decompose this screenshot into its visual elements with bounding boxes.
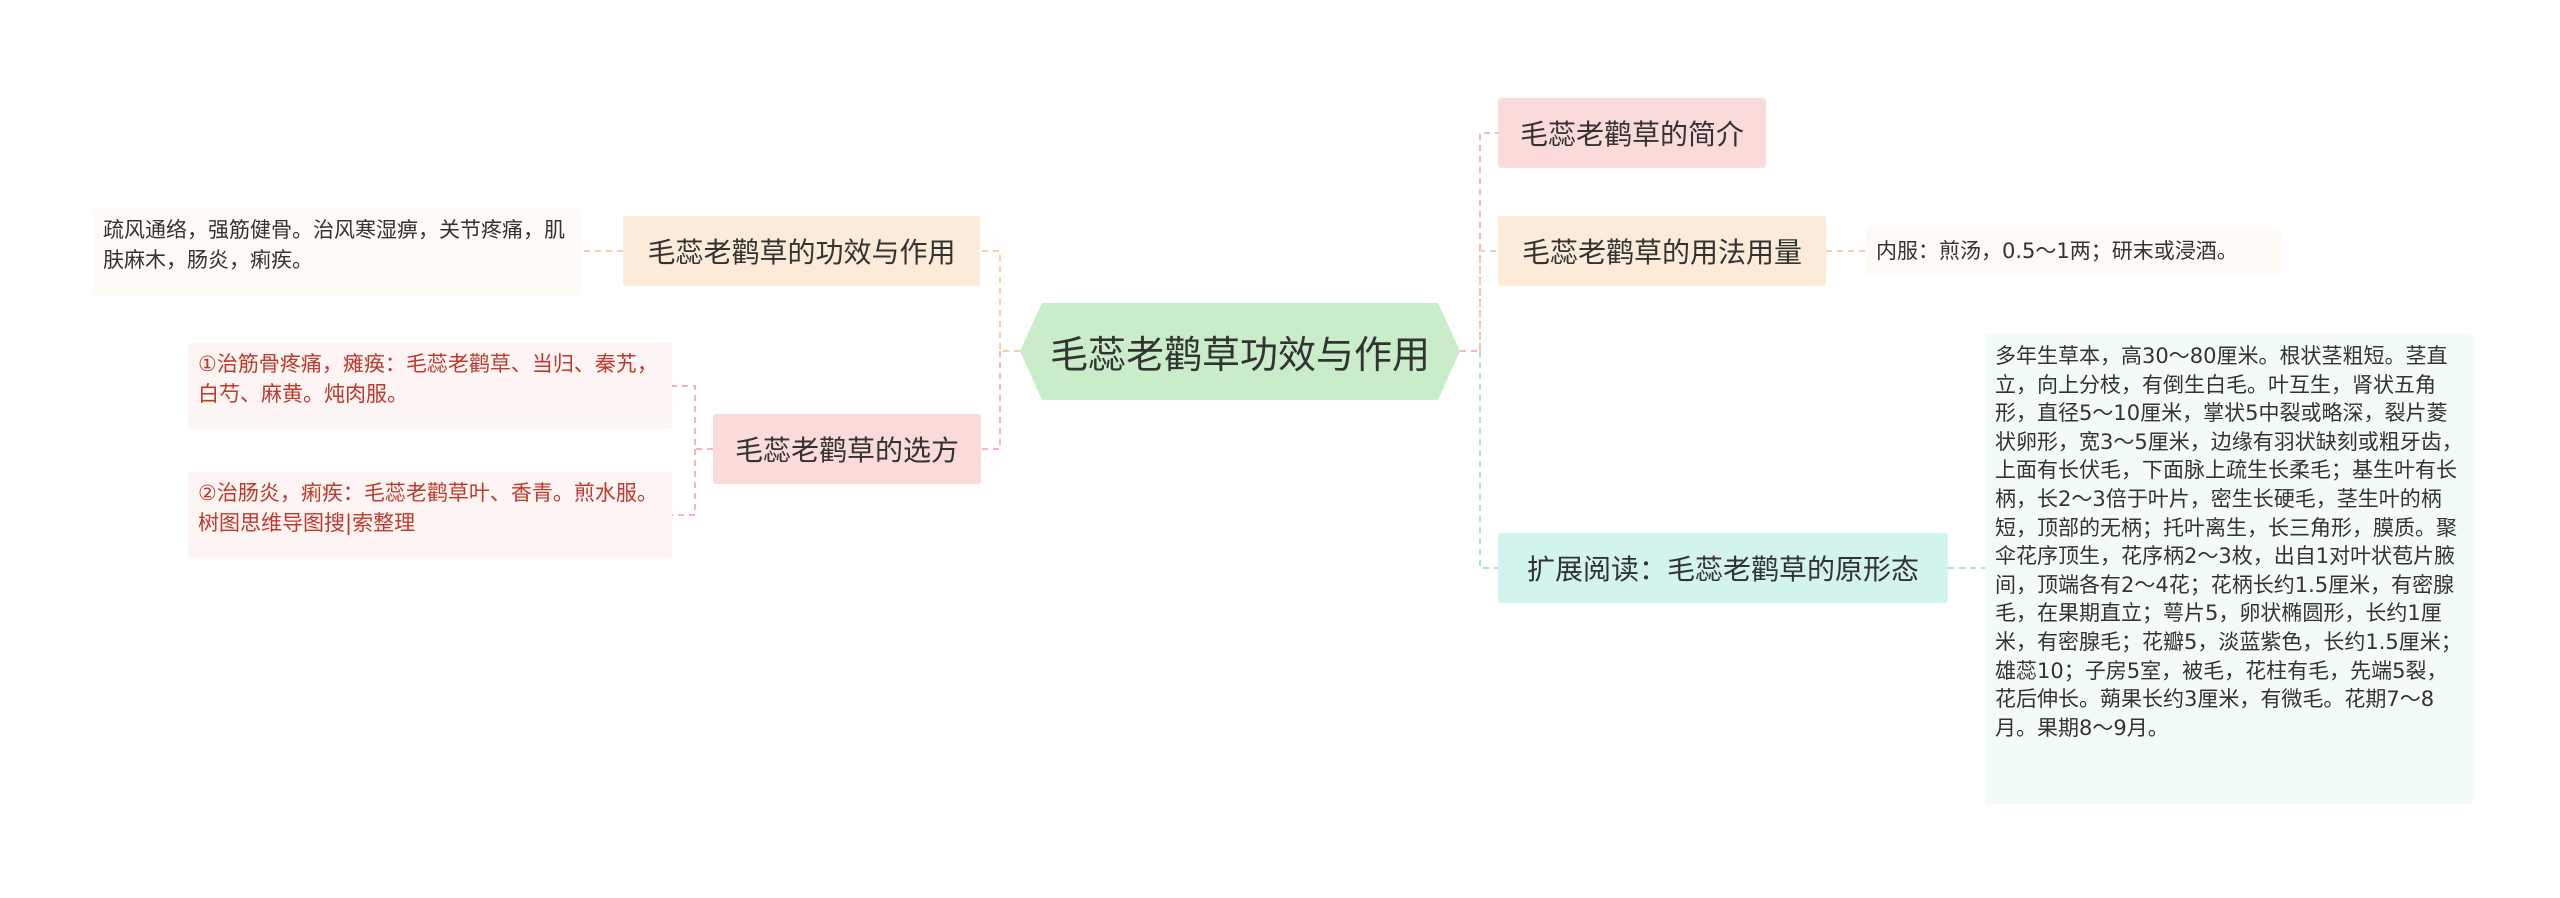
root-topic[interactable]: 毛蕊老鹳草功效与作用 <box>1020 303 1460 400</box>
leaf-recipe-1[interactable]: ①治筋骨疼痛，瘫痪：毛蕊老鹳草、当归、秦艽，白芍、麻黄。炖肉服。 <box>188 343 672 429</box>
link-effect <box>980 250 1020 352</box>
link-usage <box>1479 250 1498 351</box>
branch-intro-label: 毛蕊老鹳草的简介 <box>1519 118 1744 151</box>
branch-morphology[interactable]: 扩展阅读：毛蕊老鹳草的原形态 <box>1498 533 1948 603</box>
branch-recipe-label: 毛蕊老鹳草的选方 <box>734 434 959 467</box>
leaf-recipe-1-text: ①治筋骨疼痛，瘫痪：毛蕊老鹳草、当归、秦艽，白芍、麻黄。炖肉服。 <box>198 352 658 406</box>
root-topic-label: 毛蕊老鹳草功效与作用 <box>1049 333 1430 377</box>
link-recipe <box>981 351 1001 450</box>
leaf-recipe-2[interactable]: ②治肠炎，痢疾：毛蕊老鹳草叶、香青。煎水服。树图思维导图搜|索整理 <box>188 472 672 558</box>
branch-intro[interactable]: 毛蕊老鹳草的简介 <box>1498 98 1766 168</box>
leaf-recipe-2-text: ②治肠炎，痢疾：毛蕊老鹳草叶、香青。煎水服。树图思维导图搜|索整理 <box>198 481 658 535</box>
leaf-usage-text: 内服：煎汤，0.5～1两；研末或浸酒。 <box>1876 239 2238 263</box>
leaf-usage-detail[interactable]: 内服：煎汤，0.5～1两；研末或浸酒。 <box>1866 228 2281 274</box>
branch-effect-label: 毛蕊老鹳草的功效与作用 <box>647 236 956 269</box>
branch-effect[interactable]: 毛蕊老鹳草的功效与作用 <box>623 216 980 286</box>
branch-recipe[interactable]: 毛蕊老鹳草的选方 <box>713 414 981 484</box>
link-morph <box>1479 351 1498 569</box>
link-intro <box>1460 132 1498 352</box>
branch-morphology-label: 扩展阅读：毛蕊老鹳草的原形态 <box>1526 553 1919 586</box>
leaf-effect-detail[interactable]: 疏风通络，强筋健骨。治风寒湿痹，关节疼痛，肌肤麻木，肠炎，痢疾。 <box>93 209 581 295</box>
branch-usage-label: 毛蕊老鹳草的用法用量 <box>1521 236 1802 269</box>
leaf-effect-text: 疏风通络，强筋健骨。治风寒湿痹，关节疼痛，肌肤麻木，肠炎，痢疾。 <box>103 218 565 272</box>
leaf-morphology-text: 多年生草本，高30～80厘米。根状茎粗短。茎直立，向上分枝，有倒生白毛。叶互生，… <box>1995 344 2463 740</box>
branch-usage[interactable]: 毛蕊老鹳草的用法用量 <box>1498 216 1826 286</box>
leaf-morphology-detail[interactable]: 多年生草本，高30～80厘米。根状茎粗短。茎直立，向上分枝，有倒生白毛。叶互生，… <box>1985 334 2473 804</box>
link-recipe-items <box>672 385 713 516</box>
